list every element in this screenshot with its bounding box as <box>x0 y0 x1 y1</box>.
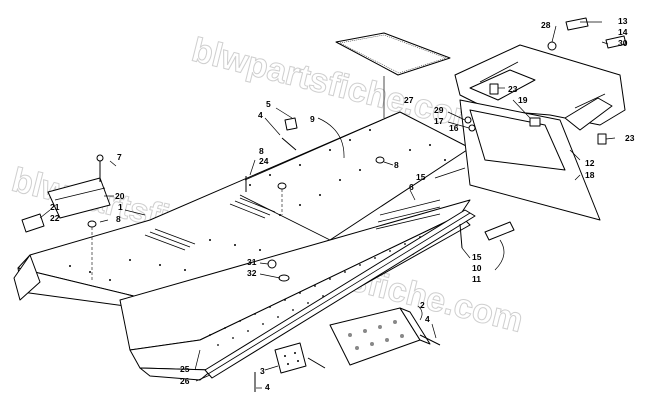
leader-lines <box>39 21 616 389</box>
callout-30: 30 <box>618 38 628 48</box>
fastener-4-lower <box>419 334 441 346</box>
fastener-5 <box>281 117 298 151</box>
callout-7: 7 <box>117 152 122 162</box>
callout-24: 24 <box>259 156 269 166</box>
seat-mat <box>335 32 451 118</box>
grommets-8 <box>87 156 385 280</box>
callout-5: 5 <box>266 99 271 109</box>
callout-11: 11 <box>472 274 481 284</box>
snow-flap <box>459 99 601 221</box>
callout-26: 26 <box>180 376 190 386</box>
callout-13: 13 <box>618 16 628 26</box>
callout-8-mid: 8 <box>259 146 264 156</box>
callout-32: 32 <box>247 268 257 278</box>
callout-4-top: 4 <box>258 110 263 120</box>
left-flap-part <box>47 177 111 219</box>
callout-8-left: 8 <box>116 214 121 224</box>
callout-31: 31 <box>247 257 257 267</box>
rear-bumper <box>454 44 626 131</box>
callout-28: 28 <box>541 20 551 30</box>
callout-2: 2 <box>420 300 425 310</box>
chassis-tunnel <box>13 111 471 381</box>
deck-hatching <box>144 197 441 251</box>
running-board-plate <box>329 307 431 366</box>
callout-16: 16 <box>449 123 459 133</box>
callout-23-right: 23 <box>625 133 635 143</box>
callout-6: 6 <box>409 182 414 192</box>
callout-15-bottom: 15 <box>472 252 482 262</box>
callout-14: 14 <box>618 27 628 37</box>
callout-19: 19 <box>518 95 528 105</box>
fastener-7 <box>96 154 104 182</box>
callout-15-top: 15 <box>416 172 426 182</box>
callout-21: 21 <box>50 202 60 212</box>
reflector <box>459 221 515 249</box>
callout-9: 9 <box>310 114 315 124</box>
callout-20: 20 <box>115 191 125 201</box>
callout-3: 3 <box>260 366 265 376</box>
bracket-21-22 <box>21 213 45 233</box>
callout-1: 1 <box>118 202 123 212</box>
callout-17: 17 <box>434 116 444 126</box>
hardware-31-32 <box>267 259 290 282</box>
callout-18: 18 <box>585 170 595 180</box>
callout-8-right: 8 <box>394 160 399 170</box>
callout-labels: 7 20 8 21 22 1 5 4 9 8 24 27 8 15 6 28 1… <box>50 16 635 392</box>
callout-22: 22 <box>50 213 60 223</box>
callout-27: 27 <box>404 95 414 105</box>
callout-4-bottom: 4 <box>265 382 270 392</box>
callout-12: 12 <box>585 158 595 168</box>
callout-25: 25 <box>180 364 190 374</box>
callout-10: 10 <box>472 263 482 273</box>
callout-23-top: 23 <box>508 84 518 94</box>
callout-4-right: 4 <box>425 314 430 324</box>
plate-bracket <box>254 342 326 392</box>
callout-29: 29 <box>434 105 444 115</box>
